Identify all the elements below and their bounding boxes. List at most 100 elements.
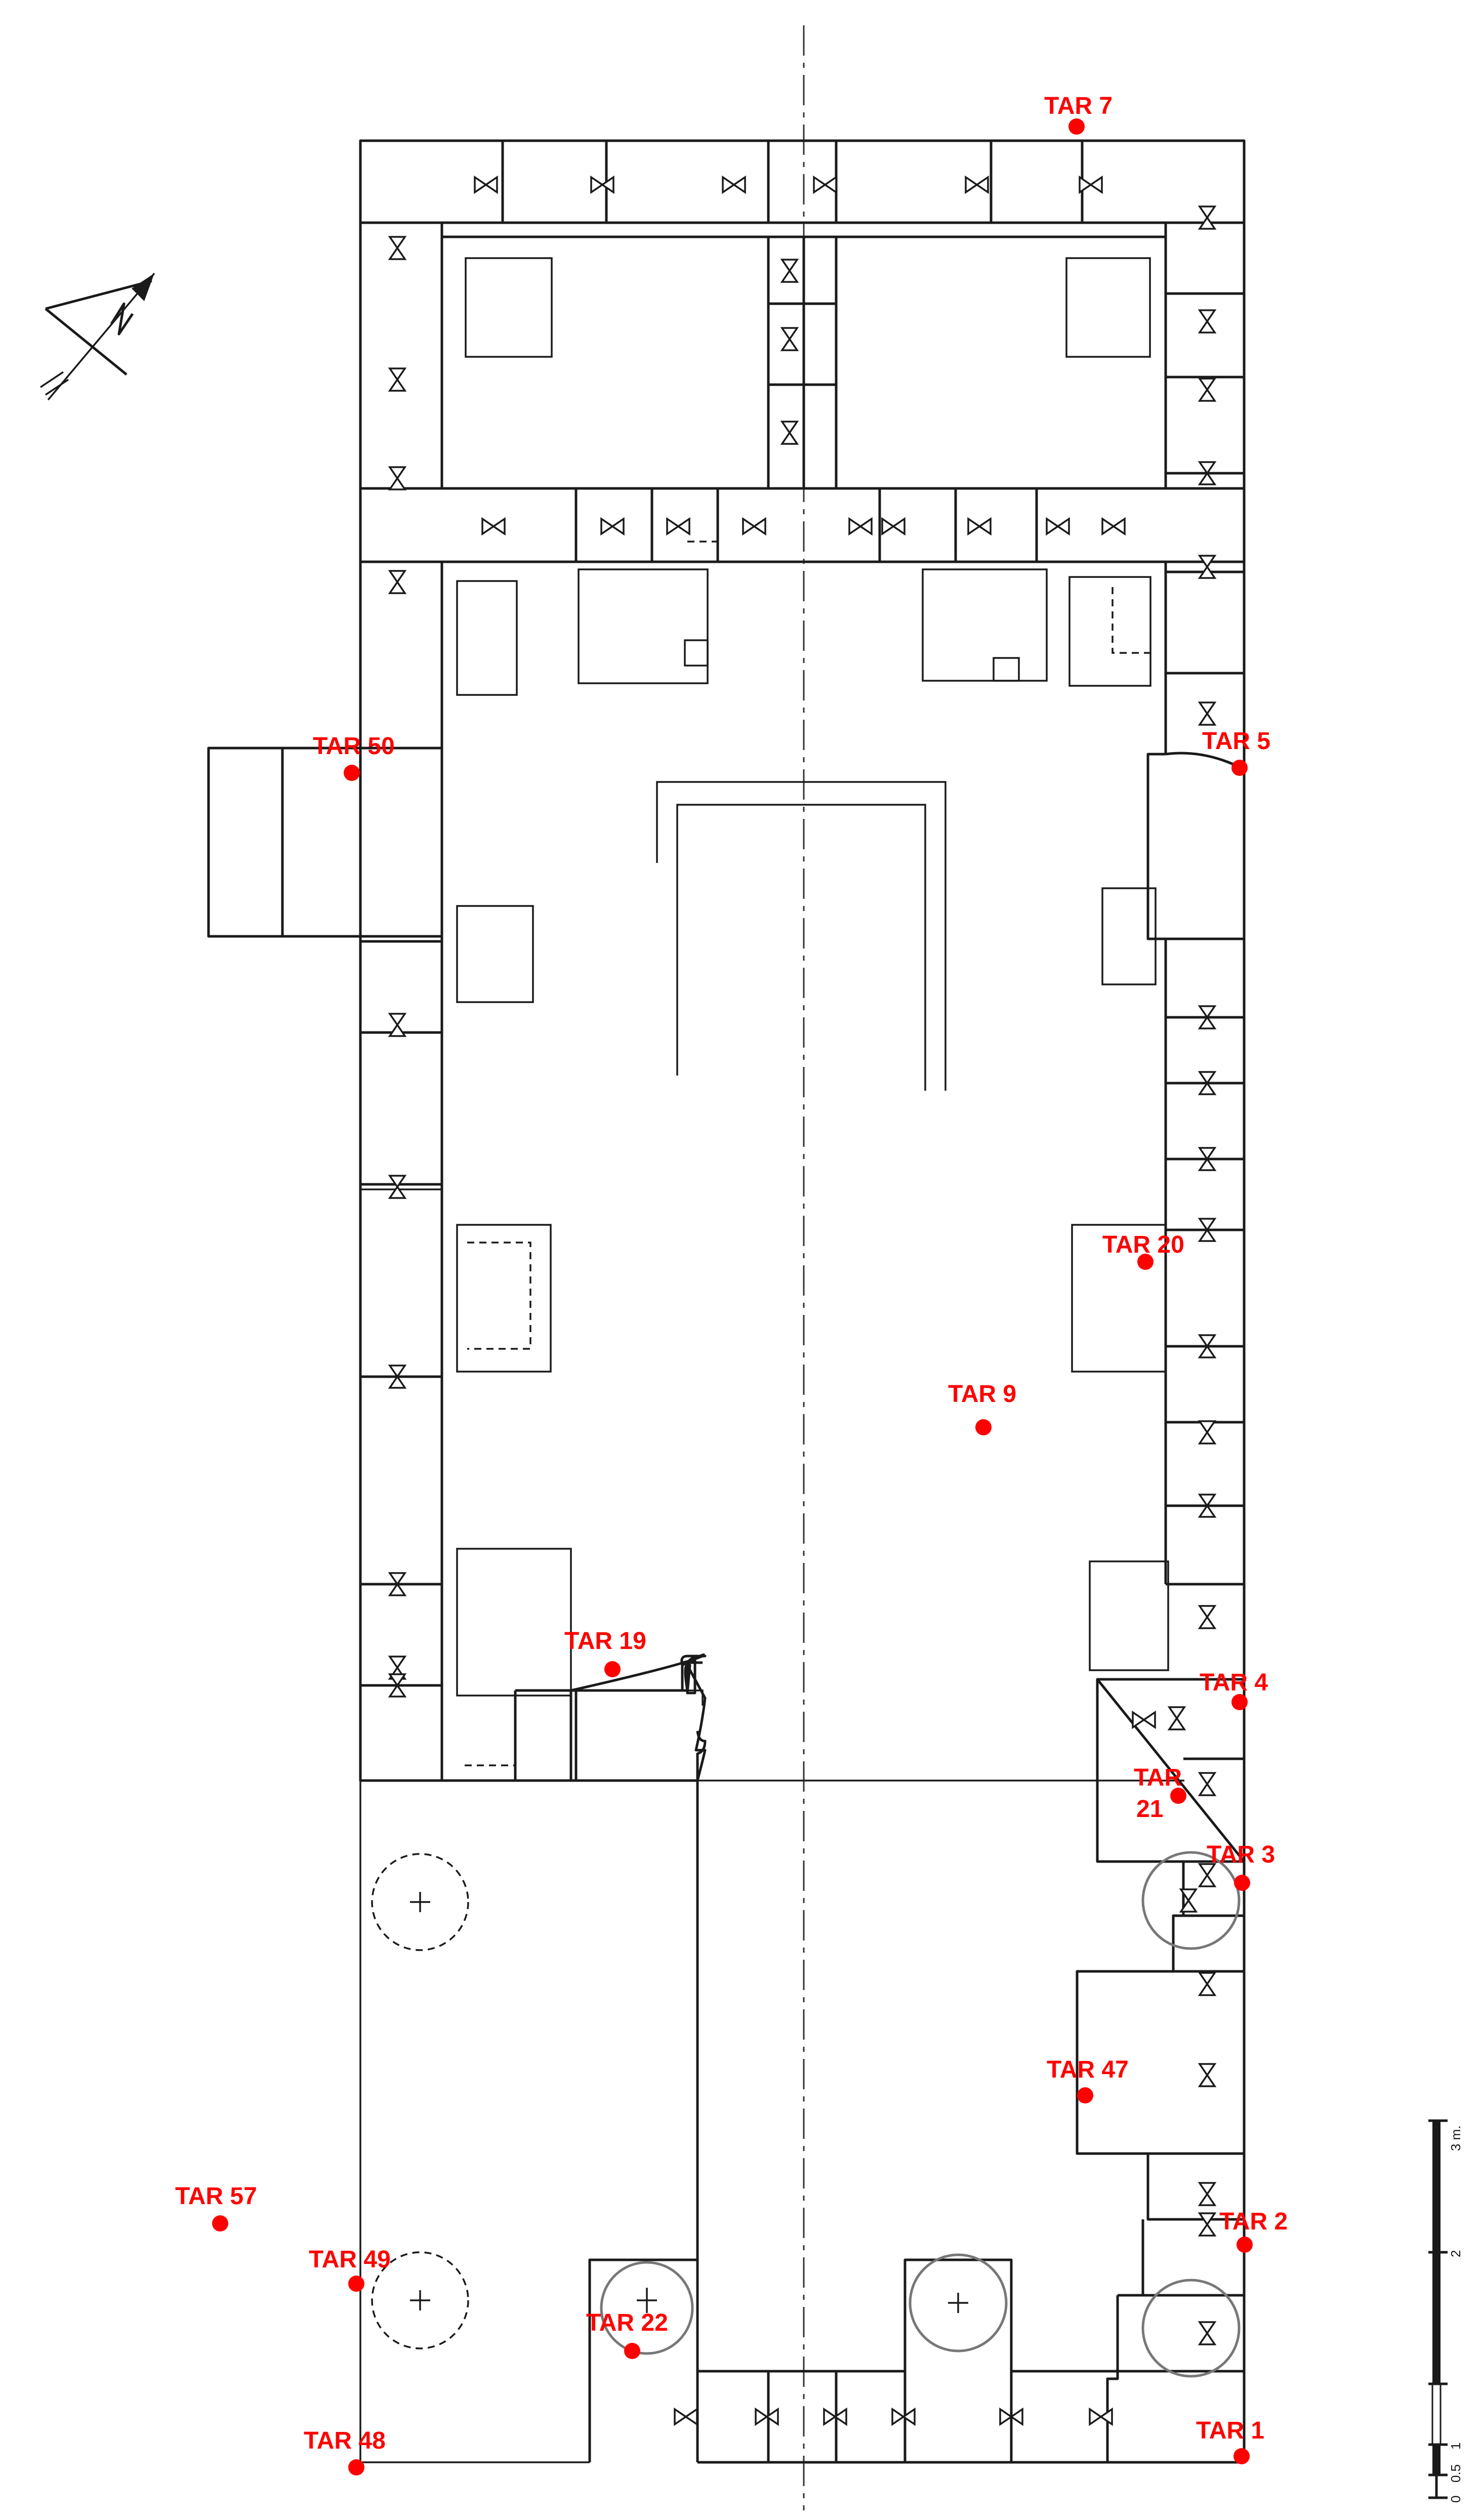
wall-clamp-icon <box>1198 1772 1217 1796</box>
wall-clamp-icon <box>1198 1071 1217 1095</box>
survey-point-marker <box>975 1419 992 1435</box>
wall-clamp-icon <box>1198 1605 1217 1629</box>
survey-point-tar57: TAR 57 <box>175 2183 257 2232</box>
survey-point-label: TAR 9 <box>948 1381 1016 1408</box>
survey-point-label: TAR 49 <box>309 2246 391 2273</box>
survey-point-label: TAR 4 <box>1200 1669 1268 1696</box>
scale-label-2: 2 <box>1448 2250 1463 2257</box>
survey-point-label: TAR 47 <box>1047 2056 1129 2083</box>
scale-label-0-5: 0.5 <box>1448 2464 1463 2483</box>
north-arrow-icon <box>40 272 155 401</box>
survey-point-marker <box>624 2343 640 2359</box>
wall-clamp-icon <box>1079 175 1103 194</box>
wall-clamp-icon <box>1198 701 1217 726</box>
survey-point-label: TAR 57 <box>175 2183 257 2210</box>
survey-point-marker <box>1170 1788 1186 1804</box>
survey-point-marker <box>1137 1254 1154 1270</box>
survey-point-label: TAR 5 <box>1202 728 1270 755</box>
wall-clamp-icon <box>666 517 690 536</box>
wall-clamp-icon <box>1167 1706 1186 1730</box>
wall-clamp-icon <box>1198 1005 1217 1029</box>
wall-clamp-icon <box>1198 205 1217 230</box>
survey-point-marker <box>348 2276 364 2292</box>
survey-point-marker <box>1237 2237 1253 2253</box>
wall-clamp-icon <box>388 466 407 490</box>
wall-clamp-icon <box>755 2407 779 2426</box>
wall-clamp-icon <box>474 175 498 194</box>
wall-clamp-icon <box>1198 1972 1217 1996</box>
wall-clamp-icon <box>823 2407 847 2426</box>
wall-clamp-icon <box>388 1365 407 1389</box>
survey-point-tar2: TAR 2 <box>1219 2208 1288 2253</box>
survey-point-marker <box>1077 2087 1093 2103</box>
wall-clamp-icon <box>780 259 799 283</box>
wall-clamp-icon <box>1089 2407 1113 2426</box>
survey-point-marker <box>1234 1875 1250 1891</box>
survey-point-label: TAR 2 <box>1219 2208 1288 2235</box>
wall-clamp-icon <box>999 2407 1023 2426</box>
survey-point-label: TAR 19 <box>564 1628 646 1655</box>
survey-point-marker <box>1231 1694 1248 1710</box>
scale-label-3: 3 m. <box>1448 2125 1463 2151</box>
wall-clamp-icon <box>965 175 989 194</box>
survey-point-tar9: TAR 9 <box>948 1381 1016 1435</box>
survey-point-label: TAR 7 <box>1044 93 1113 119</box>
survey-point-label: TAR 48 <box>304 2427 386 2454</box>
interior-features <box>440 568 1169 1782</box>
survey-point-tar19: TAR 19 <box>564 1628 646 1677</box>
enclosure-walls <box>207 139 1246 2464</box>
wall-clamp-icon <box>1198 309 1217 334</box>
wall-clamp-icon <box>1198 1420 1217 1444</box>
wall-clamp-icon <box>1198 1334 1217 1358</box>
wall-clamp-icon <box>600 517 625 536</box>
wall-clamp-icon <box>388 1656 407 1680</box>
wall-clamp-icon <box>388 236 407 260</box>
scale-label-1: 1 <box>1448 2443 1463 2450</box>
survey-point-label: TAR 1 <box>1196 2417 1264 2444</box>
survey-point-label: TAR 3 <box>1207 1841 1275 1868</box>
scale-bar: 0 0.5 1 2 3 m. <box>1428 2119 1463 2503</box>
wall-clamp-icon <box>388 570 407 594</box>
survey-point-marker <box>348 2459 364 2475</box>
survey-point-tar49: TAR 49 <box>309 2246 391 2292</box>
survey-point-marker <box>604 1661 621 1677</box>
wall-clamp-icon <box>1132 1710 1156 1729</box>
survey-point-tar1: TAR 1 <box>1196 2417 1264 2464</box>
wall-clamp-icon <box>742 517 766 536</box>
survey-points: TAR 7 TAR 50 TAR 5 TAR 20 TAR 9 TAR 19 TAR 4 TA… <box>175 93 1288 2475</box>
survey-point-tar47: TAR 47 <box>1047 2056 1129 2103</box>
survey-point-tar4: TAR 4 <box>1200 1669 1268 1710</box>
survey-point-tar5: TAR 5 <box>1202 728 1270 776</box>
wall-clamp-icon <box>780 327 799 351</box>
wall-clamp-icon <box>388 1013 407 1037</box>
wall-clamp-icon <box>1198 2063 1217 2087</box>
wall-clamp-icon <box>481 517 506 536</box>
survey-point-tar3: TAR 3 <box>1207 1841 1275 1891</box>
wall-clamp-icon <box>1179 1888 1198 1913</box>
wall-clamp-icon <box>674 2407 698 2426</box>
wall-clamp-icon <box>1046 517 1070 536</box>
survey-point-label: TAR 50 <box>313 733 395 760</box>
wall-clamp-icon <box>891 2407 916 2426</box>
wall-clamp-icon <box>1198 2321 1217 2345</box>
wall-clamp-icon <box>1198 555 1217 579</box>
survey-point-tar48: TAR 48 <box>304 2427 386 2475</box>
wall-clamp-icon <box>1198 1863 1217 1887</box>
wall-clamp-icon <box>1198 2182 1217 2206</box>
survey-point-marker <box>1231 760 1248 776</box>
survey-point-tar20: TAR 20 <box>1102 1231 1184 1270</box>
survey-point-tar50: TAR 50 <box>313 733 395 781</box>
wall-clamp-icon <box>1198 1494 1217 1518</box>
column-bases <box>371 1851 1241 2378</box>
wall-clamp-icon <box>881 517 906 536</box>
wall-clamp-icon <box>1198 1218 1217 1242</box>
wall-clamp-icon <box>1198 378 1217 402</box>
survey-point-label: TAR 20 <box>1102 1231 1184 1258</box>
survey-point-tar7: TAR 7 <box>1044 93 1113 135</box>
wall-clamp-icon <box>388 1673 407 1698</box>
survey-point-marker <box>1233 2448 1250 2464</box>
wall-clamp-icon <box>388 1572 407 1596</box>
wall-clamp-icon <box>590 175 614 194</box>
